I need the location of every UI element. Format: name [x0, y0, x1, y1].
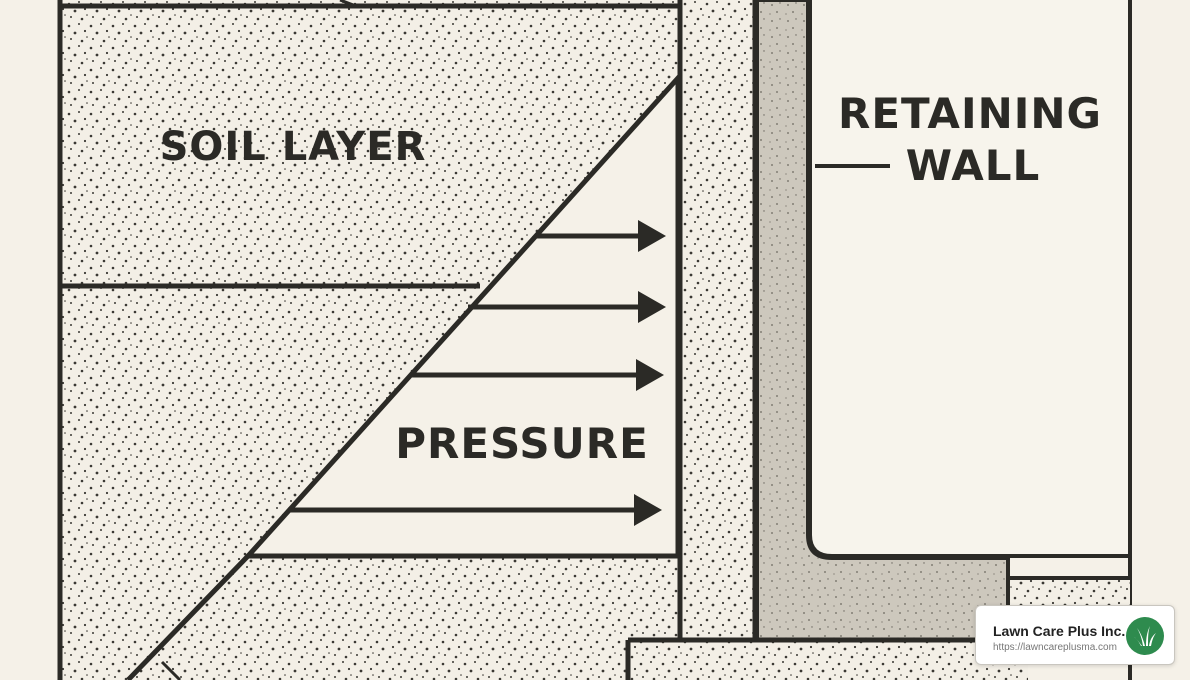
retaining-wall-label-line2: WALL	[906, 141, 1040, 190]
brand-url[interactable]: https://lawncareplusma.com	[993, 642, 1117, 653]
brand-card[interactable]: Lawn Care Plus Inc. https://lawncareplus…	[975, 605, 1175, 665]
grass-leaf-icon	[1126, 617, 1164, 655]
pressure-label: PRESSURE	[395, 419, 649, 468]
pressure-arrows	[288, 220, 666, 526]
brand-name: Lawn Care Plus Inc.	[993, 623, 1126, 639]
retaining-wall-label-line1: RETAINING	[838, 89, 1102, 138]
pressure-diagonal	[126, 554, 250, 680]
soil-layer-label: SOIL LAYER	[160, 124, 427, 170]
